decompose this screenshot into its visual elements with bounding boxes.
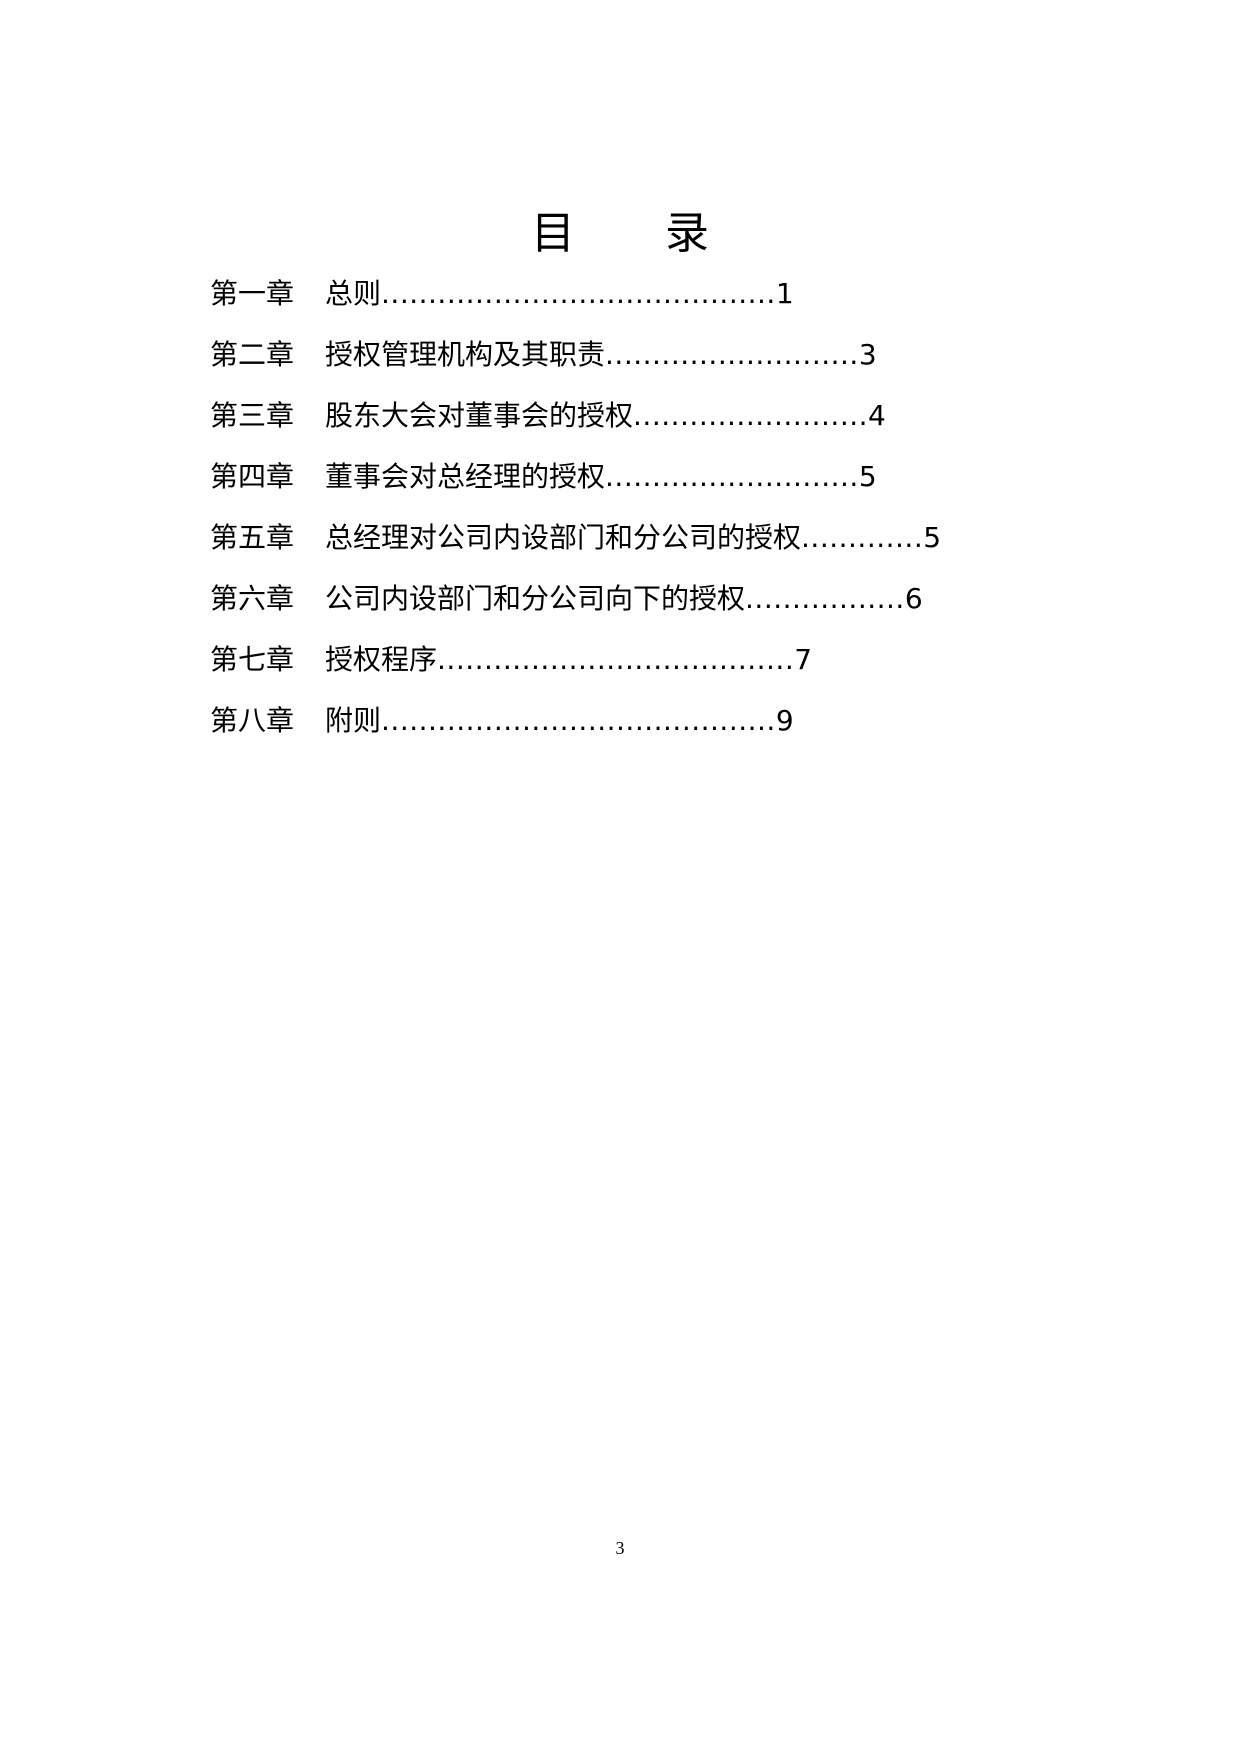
toc-leader-dots: ........................... bbox=[605, 338, 859, 371]
toc-chapter-title: 授权管理机构及其职责 bbox=[325, 338, 606, 371]
toc-leader-dots: ...................................... bbox=[437, 643, 795, 676]
toc-entry[interactable]: 第八章附则...................................… bbox=[210, 697, 1110, 758]
toc-chapter-number: 第三章 bbox=[210, 399, 295, 432]
toc-page-number: 3 bbox=[858, 338, 877, 371]
toc-entry[interactable]: 第六章公司内设部门和分公司向下的授权.................6 bbox=[210, 575, 1110, 636]
toc-page-number: 5 bbox=[858, 460, 877, 493]
toc-entry[interactable]: 第二章授权管理机构及其职责...........................… bbox=[210, 331, 1110, 392]
toc-chapter-title: 股东大会对董事会的授权 bbox=[325, 399, 634, 432]
toc-chapter-title: 公司内设部门和分公司向下的授权 bbox=[325, 582, 746, 615]
toc-page-number: 5 bbox=[923, 521, 942, 554]
toc-chapter-number: 第二章 bbox=[210, 338, 295, 371]
toc-leader-dots: ........................................… bbox=[381, 704, 776, 737]
page-number: 3 bbox=[615, 1538, 625, 1558]
toc-chapter-title: 总经理对公司内设部门和分公司的授权 bbox=[325, 521, 802, 554]
toc-leader-dots: ......................... bbox=[633, 399, 869, 432]
toc-entry[interactable]: 第四章董事会对总经理的授权...........................… bbox=[210, 453, 1110, 514]
toc-chapter-number: 第一章 bbox=[210, 277, 295, 310]
toc-title: 目 录 bbox=[531, 208, 747, 259]
toc-page-number: 6 bbox=[904, 582, 923, 615]
toc-chapter-number: 第六章 bbox=[210, 582, 295, 615]
toc-entry[interactable]: 第三章股东大会对董事会的授权.........................4 bbox=[210, 392, 1110, 453]
toc-entry[interactable]: 第五章总经理对公司内设部门和分公司的授权.............5 bbox=[210, 514, 1110, 575]
toc-chapter-title: 董事会对总经理的授权 bbox=[325, 460, 606, 493]
table-of-contents: 第一章总则...................................… bbox=[210, 270, 1110, 758]
toc-chapter-title: 授权程序 bbox=[325, 643, 438, 676]
toc-leader-dots: ........................... bbox=[605, 460, 859, 493]
toc-chapter-number: 第七章 bbox=[210, 643, 295, 676]
toc-chapter-number: 第四章 bbox=[210, 460, 295, 493]
toc-page-number: 7 bbox=[794, 643, 813, 676]
toc-leader-dots: ........................................… bbox=[381, 277, 776, 310]
toc-page-number: 9 bbox=[775, 704, 794, 737]
toc-entry[interactable]: 第七章授权程序.................................… bbox=[210, 636, 1110, 697]
toc-page-number: 1 bbox=[775, 277, 794, 310]
toc-leader-dots: ................. bbox=[745, 582, 905, 615]
toc-chapter-number: 第五章 bbox=[210, 521, 295, 554]
toc-leader-dots: ............. bbox=[801, 521, 924, 554]
toc-chapter-number: 第八章 bbox=[210, 704, 295, 737]
toc-entry[interactable]: 第一章总则...................................… bbox=[210, 270, 1110, 331]
toc-chapter-title: 附则 bbox=[325, 704, 382, 737]
toc-chapter-title: 总则 bbox=[325, 277, 382, 310]
toc-page-number: 4 bbox=[868, 399, 886, 432]
